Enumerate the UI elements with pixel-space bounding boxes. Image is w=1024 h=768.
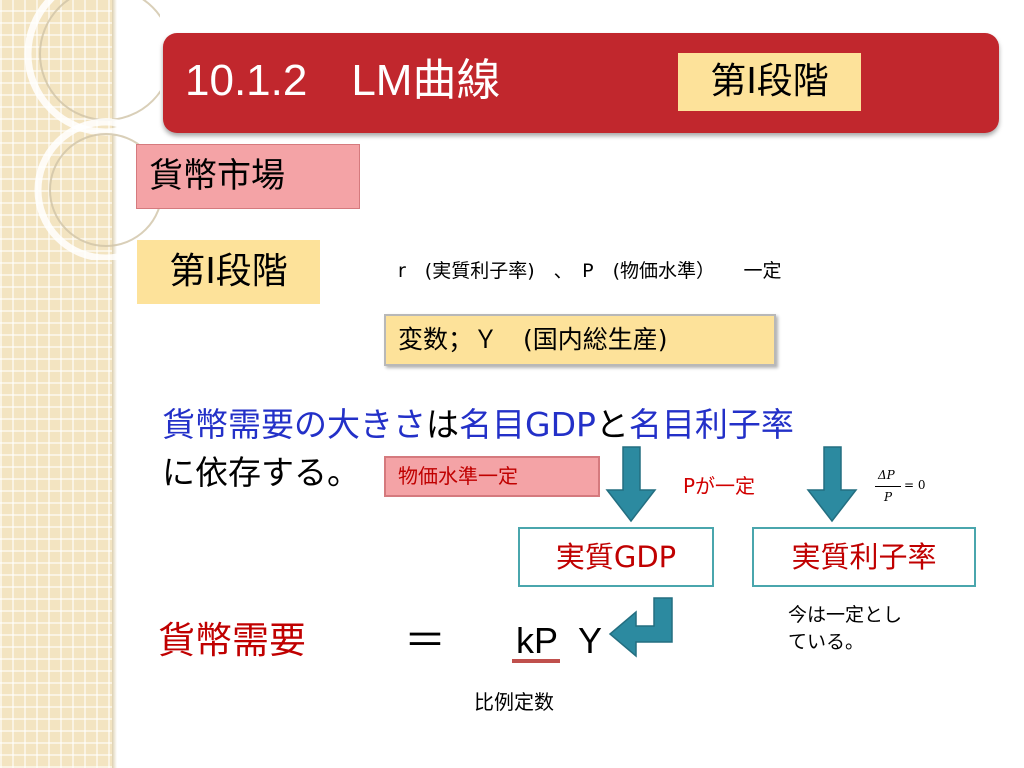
statement-particle-wa: は [426, 405, 459, 444]
fixed-note-line-1: 今は一定とし [788, 604, 903, 626]
variable-box: 変数；Ｙ (国内総生産) [384, 314, 776, 366]
stage-label-box: 第Ⅰ段階 [137, 240, 320, 304]
real-rate-box: 実質利子率 [752, 527, 976, 587]
statement-line-2: に依存する。 [162, 453, 360, 492]
constants-text: r (実質利子率) 、 P (物価水準） 一定 [398, 260, 782, 282]
fixed-note-line-2: ている。 [788, 631, 865, 653]
delta-p-formula: ΔP P = 0 [872, 468, 932, 508]
page-title: 10.1.2 LM曲線 [185, 56, 501, 105]
fixed-note: 今は一定とし ている。 [788, 602, 902, 656]
title-bar: 10.1.2 LM曲線 第Ⅰ段階 [163, 33, 999, 133]
formula-denominator: P [884, 490, 893, 504]
statement: 貨幣需要の大きさは名目GDPと名目利子率 に依存する。 [162, 401, 794, 497]
bent-arrow-to-y [608, 597, 673, 658]
title-stage-badge: 第Ⅰ段階 [678, 53, 861, 111]
nominal-gdp-text: 名目GDP [459, 405, 596, 444]
decorative-rings [24, 0, 160, 260]
formula-rhs: = 0 [904, 478, 926, 492]
down-arrow-gdp [605, 446, 657, 523]
formula-fraction-bar [875, 486, 901, 487]
kp-underline [512, 659, 560, 663]
equals-sign: ＝ [404, 616, 447, 665]
price-level-constant-box: 物価水準一定 [384, 456, 600, 497]
real-gdp-box: 実質GDP [518, 527, 714, 587]
nominal-rate-text: 名目利子率 [628, 405, 794, 444]
market-label-box: 貨幣市場 [136, 144, 360, 209]
formula-numerator: ΔP [878, 468, 895, 482]
statement-particle-to: と [595, 405, 629, 444]
left-strip-edge [112, 0, 117, 768]
kp-term: kP [516, 620, 559, 661]
money-demand-label: 貨幣需要 [158, 619, 306, 662]
ratio-constant-label: 比例定数 [474, 690, 554, 714]
p-constant-label: Pが一定 [683, 474, 756, 498]
statement-line-1: 貨幣需要の大きさは名目GDPと名目利子率 [162, 401, 794, 449]
down-arrow-rate [806, 446, 858, 523]
money-demand-size-text: 貨幣需要の大きさ [162, 405, 426, 444]
y-term: Y [578, 620, 603, 661]
